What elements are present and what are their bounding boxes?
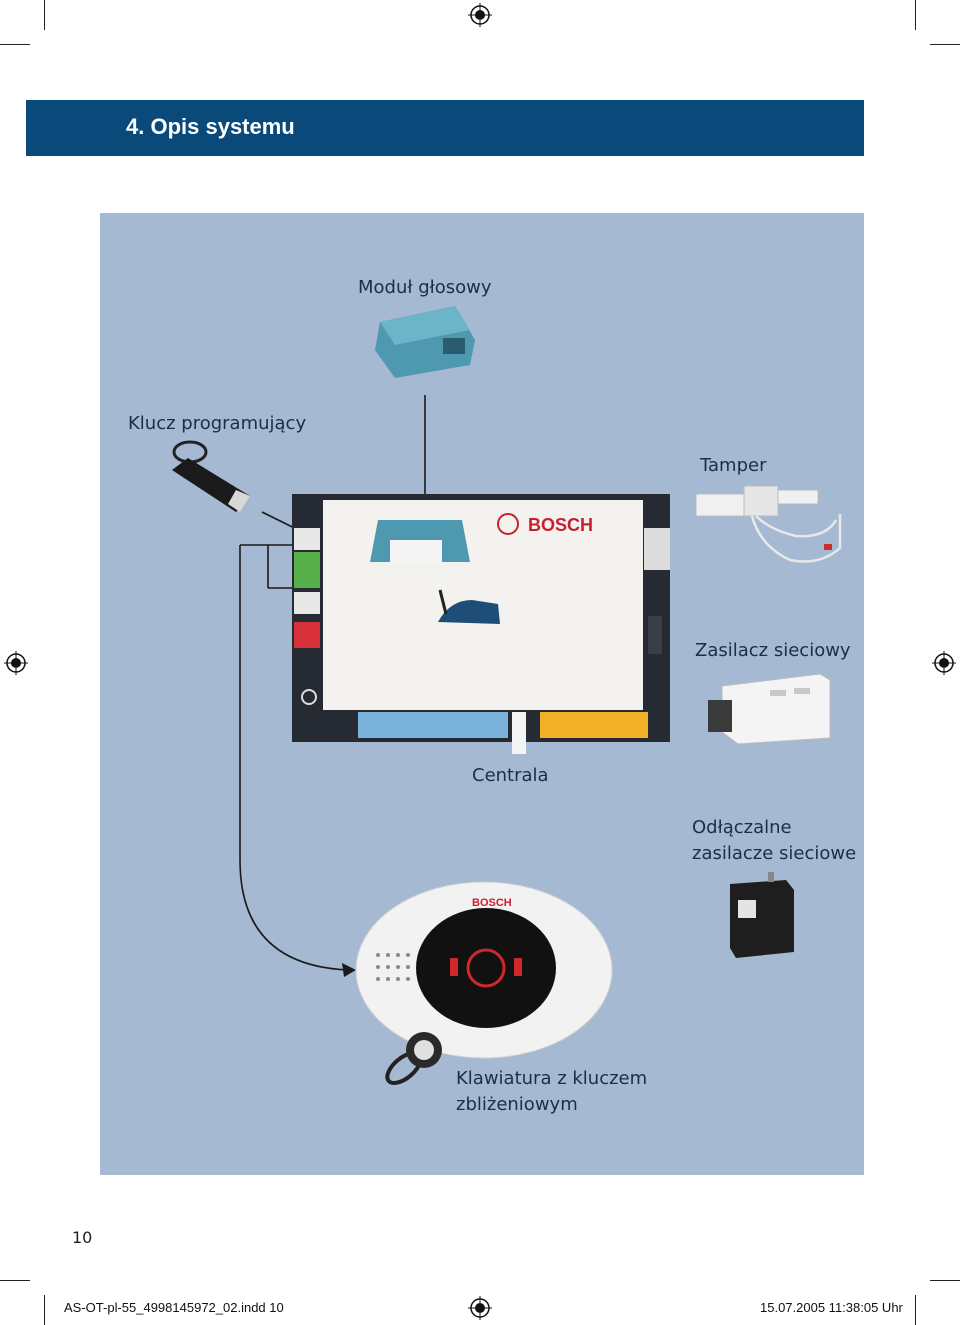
arrow-head-icon (342, 963, 356, 977)
voice-module-label: Moduł głosowy (358, 277, 492, 298)
keypad-brand-text: BOSCH (472, 897, 512, 909)
crop-mark (915, 0, 916, 30)
registration-mark-icon (932, 651, 956, 675)
keypad-label-line1: Klawiatura z kluczem (456, 1068, 648, 1089)
programming-key-image (172, 440, 250, 512)
programming-key-label: Klucz programujący (128, 413, 307, 434)
power-supply-image (708, 673, 831, 745)
crop-mark (930, 44, 960, 45)
registration-mark-icon (468, 1296, 492, 1320)
keypad-image: BOSCH (355, 881, 613, 1059)
tamper-label: Tamper (700, 455, 767, 476)
control-panel-image: BOSCH (292, 494, 670, 754)
plugin-power-supply-image (730, 872, 794, 958)
tamper-switch-image (695, 485, 842, 563)
footer-file-name: AS-OT-pl-55_4998145972_02.indd 10 (64, 1300, 284, 1315)
section-header: 4. Opis systemu (26, 100, 864, 156)
crop-mark (0, 44, 30, 45)
plugin-psu-label-line1: Odłączalne (692, 817, 792, 838)
registration-mark-icon (4, 651, 28, 675)
crop-mark (0, 1280, 30, 1281)
section-title: 4. Opis systemu (126, 114, 295, 139)
voice-module-image (375, 306, 475, 378)
footer-timestamp: 15.07.2005 11:38:05 Uhr (760, 1300, 903, 1315)
crop-mark (44, 0, 45, 30)
power-supply-label: Zasilacz sieciowy (695, 640, 851, 661)
page-number: 10 (72, 1228, 93, 1247)
plugin-psu-label-line2: zasilacze sieciowe (692, 843, 857, 864)
control-panel-label: Centrala (472, 765, 549, 786)
crop-mark (930, 1280, 960, 1281)
registration-mark-icon (468, 3, 492, 27)
keypad-label-line2: zbliżeniowym (456, 1094, 578, 1115)
crop-mark (44, 1295, 45, 1325)
brand-text: BOSCH (528, 515, 593, 535)
proximity-key-image (385, 1032, 442, 1085)
crop-mark (915, 1295, 916, 1325)
